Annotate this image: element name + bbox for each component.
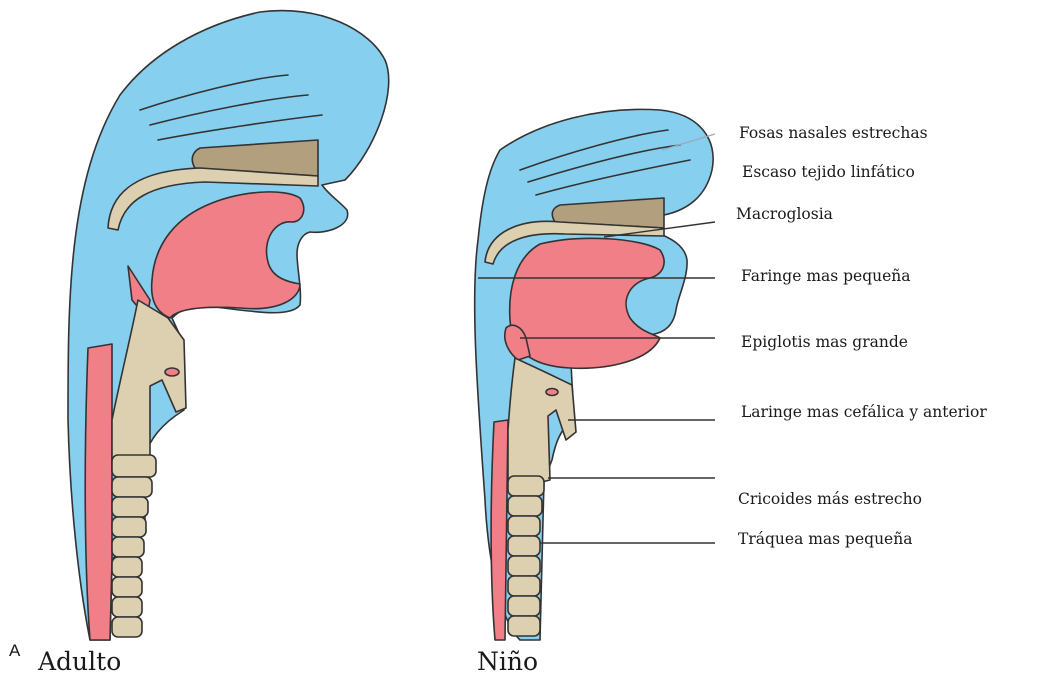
label-faringe: Faringe mas pequeña: [741, 267, 911, 285]
child-airway: [475, 109, 713, 640]
label-traquea: Tráquea mas pequeña: [738, 530, 912, 548]
label-cricoides: Cricoides más estrecho: [738, 490, 922, 508]
child-vocal-cord: [546, 389, 558, 396]
label-fosas-nasales: Fosas nasales estrechas: [739, 124, 928, 142]
child-posterior-wall: [491, 420, 508, 640]
caption-adult: Adulto: [38, 647, 121, 676]
adult-trachea: [112, 455, 156, 637]
label-epiglotis: Epiglotis mas grande: [741, 333, 908, 351]
label-macroglosia: Macroglosia: [736, 205, 833, 223]
adult-vocal-cord: [165, 368, 179, 376]
adult-airway: [68, 11, 389, 640]
label-tejido-linfatico: Escaso tejido linfático: [742, 163, 915, 181]
caption-child: Niño: [477, 647, 538, 676]
panel-letter: A: [9, 641, 20, 661]
label-laringe: Laringe mas cefálica y anterior: [741, 403, 987, 421]
adult-posterior-wall: [85, 344, 112, 640]
